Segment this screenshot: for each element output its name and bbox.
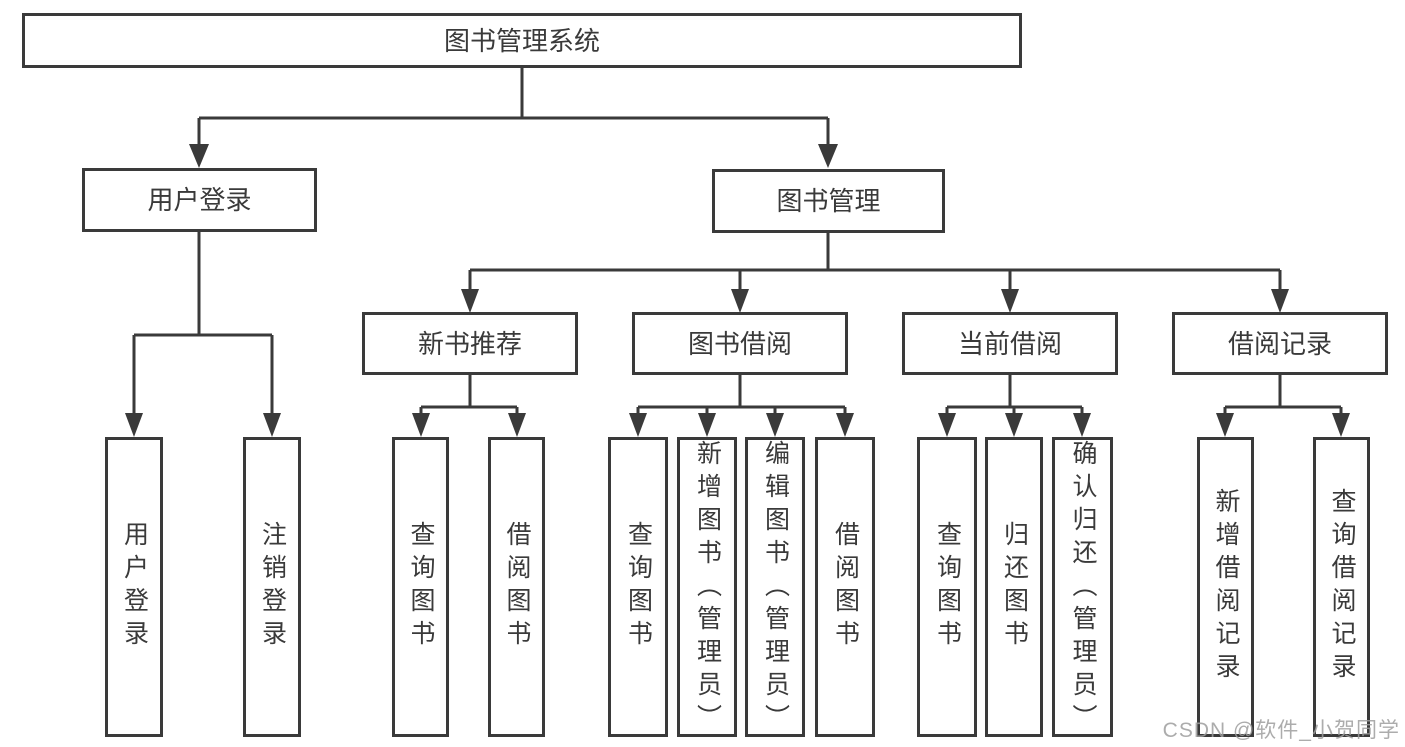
node-label: 确认归还（管理员） (1069, 440, 1097, 737)
csdn-watermark: CSDN @软件_小贺同学 (1162, 719, 1400, 742)
node-borrow-records: 借阅记录 (1172, 312, 1388, 375)
node-label: 借阅图书 (503, 521, 531, 653)
node-label: 图书借阅 (687, 328, 792, 359)
leaf-user-login: 用户登录 (105, 437, 163, 737)
leaf-borrow-books-recommend: 借阅图书 (488, 437, 545, 737)
leaf-return-books: 归还图书 (985, 437, 1043, 737)
leaf-add-books-admin: 新增图书（管理员） (677, 437, 737, 737)
leaf-add-borrow-record: 新增借阅记录 (1197, 437, 1254, 737)
node-label: 借阅图书 (831, 521, 860, 653)
node-label: 编辑图书（管理员） (761, 440, 790, 737)
node-label: 当前借阅 (957, 328, 1062, 359)
node-label: 查询图书 (624, 521, 653, 653)
node-new-book-recommend: 新书推荐 (362, 312, 578, 375)
node-label: 新增借阅记录 (1212, 488, 1240, 686)
node-label: 新书推荐 (417, 328, 522, 359)
node-label: 图书管理系统 (443, 25, 600, 56)
node-label: 查询图书 (933, 521, 962, 653)
node-label: 注销登录 (258, 521, 287, 653)
leaf-logout: 注销登录 (243, 437, 301, 737)
node-label: 查询借阅记录 (1328, 488, 1356, 686)
node-library-management-system: 图书管理系统 (22, 13, 1022, 68)
node-label: 用户登录 (147, 185, 252, 215)
leaf-edit-books-admin: 编辑图书（管理员） (745, 437, 805, 737)
leaf-borrow-books: 借阅图书 (815, 437, 875, 737)
leaf-query-borrow-record: 查询借阅记录 (1313, 437, 1370, 737)
node-label: 归还图书 (1000, 521, 1029, 653)
leaf-query-books-current: 查询图书 (917, 437, 977, 737)
leaf-confirm-return-admin: 确认归还（管理员） (1052, 437, 1113, 737)
node-book-borrow: 图书借阅 (632, 312, 848, 375)
leaf-query-books-recommend: 查询图书 (392, 437, 449, 737)
node-book-management-branch: 图书管理 (712, 169, 945, 233)
node-label: 用户登录 (120, 521, 149, 653)
node-label: 新增图书（管理员） (693, 440, 722, 737)
node-label: 图书管理 (776, 186, 881, 216)
node-label: 查询图书 (407, 521, 435, 653)
node-user-login-branch: 用户登录 (82, 168, 317, 232)
leaf-query-books-borrow: 查询图书 (608, 437, 668, 737)
node-label: 借阅记录 (1227, 328, 1332, 359)
node-current-borrow: 当前借阅 (902, 312, 1118, 375)
